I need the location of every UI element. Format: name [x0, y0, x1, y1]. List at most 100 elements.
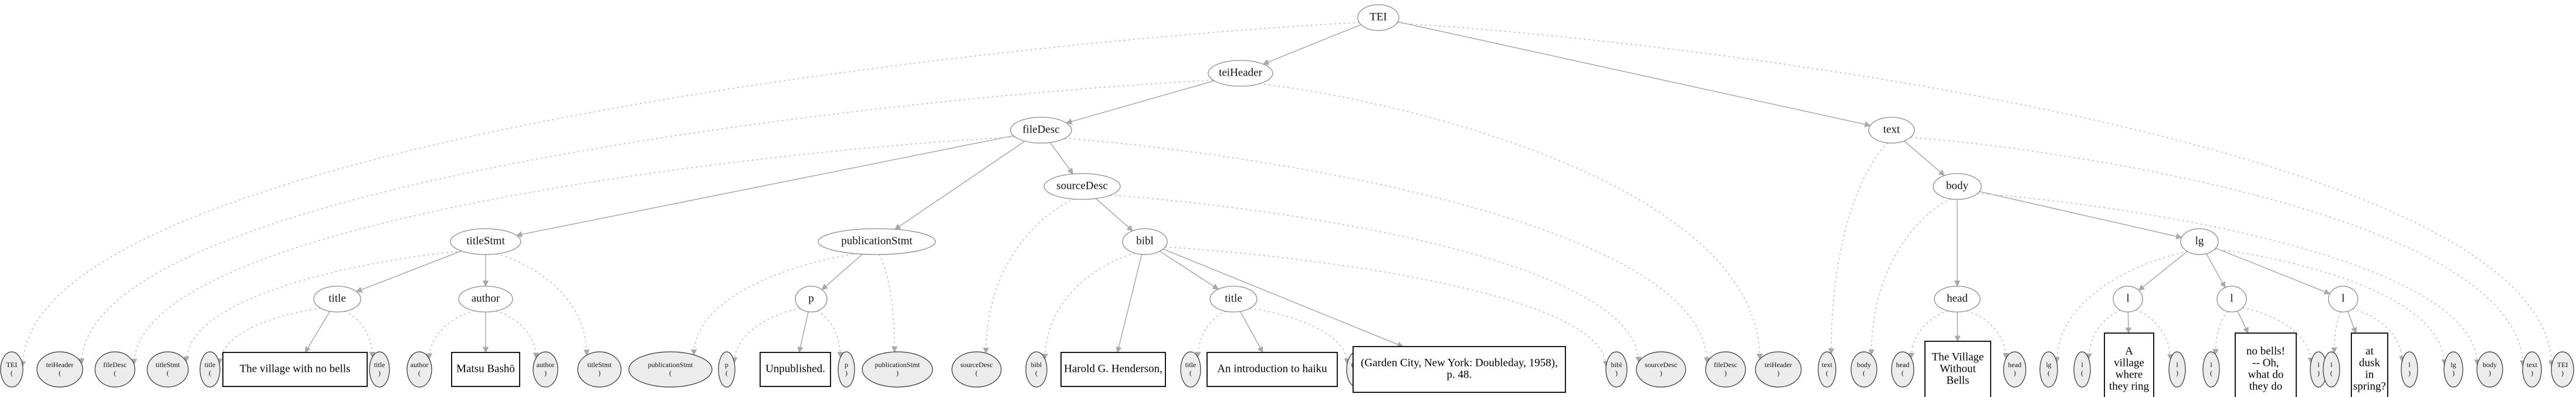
edge-l1-to-m_l1_open [2086, 310, 2121, 360]
m_l3_close-label-0: l [2408, 361, 2411, 369]
marker-node-m_lg_close: lg) [2443, 351, 2463, 388]
edge-p-to-m_p_open [731, 307, 801, 364]
m_text_close-shape [2522, 351, 2542, 388]
m_p_close-label-0: p [845, 361, 848, 369]
edge-teiheader-to-filedesc [1066, 80, 1215, 125]
teiheader-label-0: teiHeader [1219, 66, 1263, 79]
filedesc-shape [1010, 117, 1072, 144]
t_l2-label-1: -- Oh, [2252, 357, 2279, 369]
m_l2_open-label-0: l [2210, 361, 2212, 369]
edge-lg-to-l3 [2215, 247, 2331, 295]
m_tei_open-label-0: TEI [6, 361, 18, 369]
edge-tei-to-m_tei_open [19, 22, 1360, 368]
m_t2_open-label-1: ( [1189, 369, 1192, 377]
titlestmt-shape [450, 228, 521, 255]
t_title2-label-0: An introduction to haiku [1217, 362, 1327, 375]
marker-node-m_p_open: p( [718, 351, 735, 388]
m_ts_open-label-0: titleStmt [155, 361, 180, 369]
marker-node-m_fd_close: fileDesc) [1705, 351, 1746, 388]
m_p_open-label-0: p [725, 361, 728, 369]
m_l3_open-shape [2323, 351, 2340, 388]
m_lg_open-shape [2039, 351, 2058, 388]
t_bibl_pub-shape [1353, 346, 1566, 393]
edge-sourcedesc-to-bibl [1095, 198, 1133, 232]
head-shape [1934, 286, 1981, 313]
m_bb_open-label-0: bibl [1031, 361, 1042, 369]
element-node-bibl: bibl [1122, 228, 1168, 255]
m_fd_open-shape [94, 351, 135, 388]
edge-l2-to-t_l2 [2237, 310, 2249, 334]
m_ps_open-label-0: publicationStmt [648, 361, 693, 369]
tei-label-0: TEI [1370, 11, 1387, 23]
edge-text-to-m_text_open [1828, 142, 1889, 355]
marker-node-m_text_close: text) [2522, 351, 2542, 388]
m_p_open-label-1: ( [726, 369, 728, 377]
marker-node-m_l2_open: l( [2202, 351, 2220, 388]
marker-node-m_body_open: body( [1850, 351, 1877, 388]
marker-node-m_body_close: body) [2476, 351, 2503, 388]
m_fd_open-label-1: ( [114, 369, 116, 377]
l3-label-0: l [2341, 292, 2344, 304]
edge-body-to-lg [1979, 191, 2182, 240]
m_bb_open-label-1: ( [1035, 369, 1038, 377]
m_fd_close-label-1: ) [1724, 369, 1727, 377]
edge-title2-to-t_title2 [1239, 311, 1263, 353]
edge-filedesc-to-sourcedesc [1049, 142, 1074, 175]
body-shape [1933, 173, 1982, 200]
element-node-title2: title [1209, 286, 1258, 313]
m_t1_open-label-0: title [205, 361, 216, 369]
m_lg_open-label-1: ( [2048, 369, 2050, 377]
m_lg_close-label-1: ) [2452, 369, 2455, 377]
m_fd_close-shape [1705, 351, 1746, 388]
title2-label-0: title [1225, 292, 1242, 304]
edge-lg-to-l2 [2205, 253, 2226, 289]
edge-filedesc-to-publicationstmt [894, 141, 1025, 230]
t_head-shape [1924, 341, 1991, 397]
marker-node-m_l1_close: l) [2168, 351, 2186, 388]
publicationstmt-shape [818, 228, 936, 255]
marker-node-m_l1_open: l( [2073, 351, 2091, 388]
m_au_open-label-0: author [411, 361, 429, 369]
edge-bibl-to-t_bibl_author [1116, 254, 1143, 354]
m_l1_close-label-0: l [2176, 361, 2178, 369]
m_ps_close-shape [862, 351, 933, 388]
l2-label-0: l [2230, 292, 2233, 304]
author-shape [458, 286, 513, 313]
m_text_close-label-1: ) [2531, 369, 2533, 377]
m_l3_open-label-0: l [2330, 361, 2333, 369]
m_head_close-shape [2003, 351, 2026, 388]
m_body_close-label-0: body [2483, 361, 2497, 369]
marker-node-m_bb_open: bibl( [1025, 351, 1048, 388]
text-node-t_bibl_pub: (Garden City, New York: Doubleday, 1958)… [1353, 346, 1566, 393]
marker-node-m_text_open: text( [1818, 351, 1836, 388]
title1-label-0: title [328, 292, 346, 304]
t_l3-label-0: at [2365, 345, 2374, 357]
lg-label-0: lg [2195, 235, 2204, 247]
m_sd_close-label-1: ) [1660, 369, 1662, 377]
m_lg_close-label-0: lg [2450, 361, 2456, 369]
edge-l3-to-t_l3 [2347, 311, 2357, 334]
m_head_close-label-1: ) [2014, 369, 2016, 377]
t_author-shape [451, 352, 520, 387]
m_hdr_open-shape [36, 351, 83, 388]
m_fd_open-label-0: fileDesc [103, 361, 127, 369]
m_body_close-shape [2476, 351, 2503, 388]
m_hdr_close-label-1: ) [1777, 369, 1780, 377]
m_t1_open-label-1: ( [209, 369, 211, 377]
edge-tei-to-m_tei_close [1397, 22, 2555, 367]
element-node-p: p [795, 286, 828, 313]
marker-node-m_ps_close: publicationStmt) [862, 351, 933, 388]
m_l2_close-label-1: ) [2317, 369, 2320, 377]
t_head-label-1: Without [1940, 362, 1976, 375]
edge-teiheader-to-m_hdr_close [1259, 83, 1763, 360]
t_p-shape [760, 352, 831, 387]
edge-l2-to-m_l2_open [2212, 311, 2229, 355]
t_bibl_pub-label-0: (Garden City, New York: Doubleday, 1958)… [1361, 357, 1558, 369]
m_au_close-shape [533, 351, 558, 388]
marker-node-m_ts_open: titleStmt( [147, 351, 189, 388]
marker-node-m_head_close: head) [2003, 351, 2026, 388]
m_ts_open-label-1: ( [167, 369, 169, 377]
l2-shape [2216, 286, 2247, 313]
marker-node-m_l3_open: l( [2323, 351, 2340, 388]
m_tei_close-label-1: ) [2561, 369, 2564, 377]
